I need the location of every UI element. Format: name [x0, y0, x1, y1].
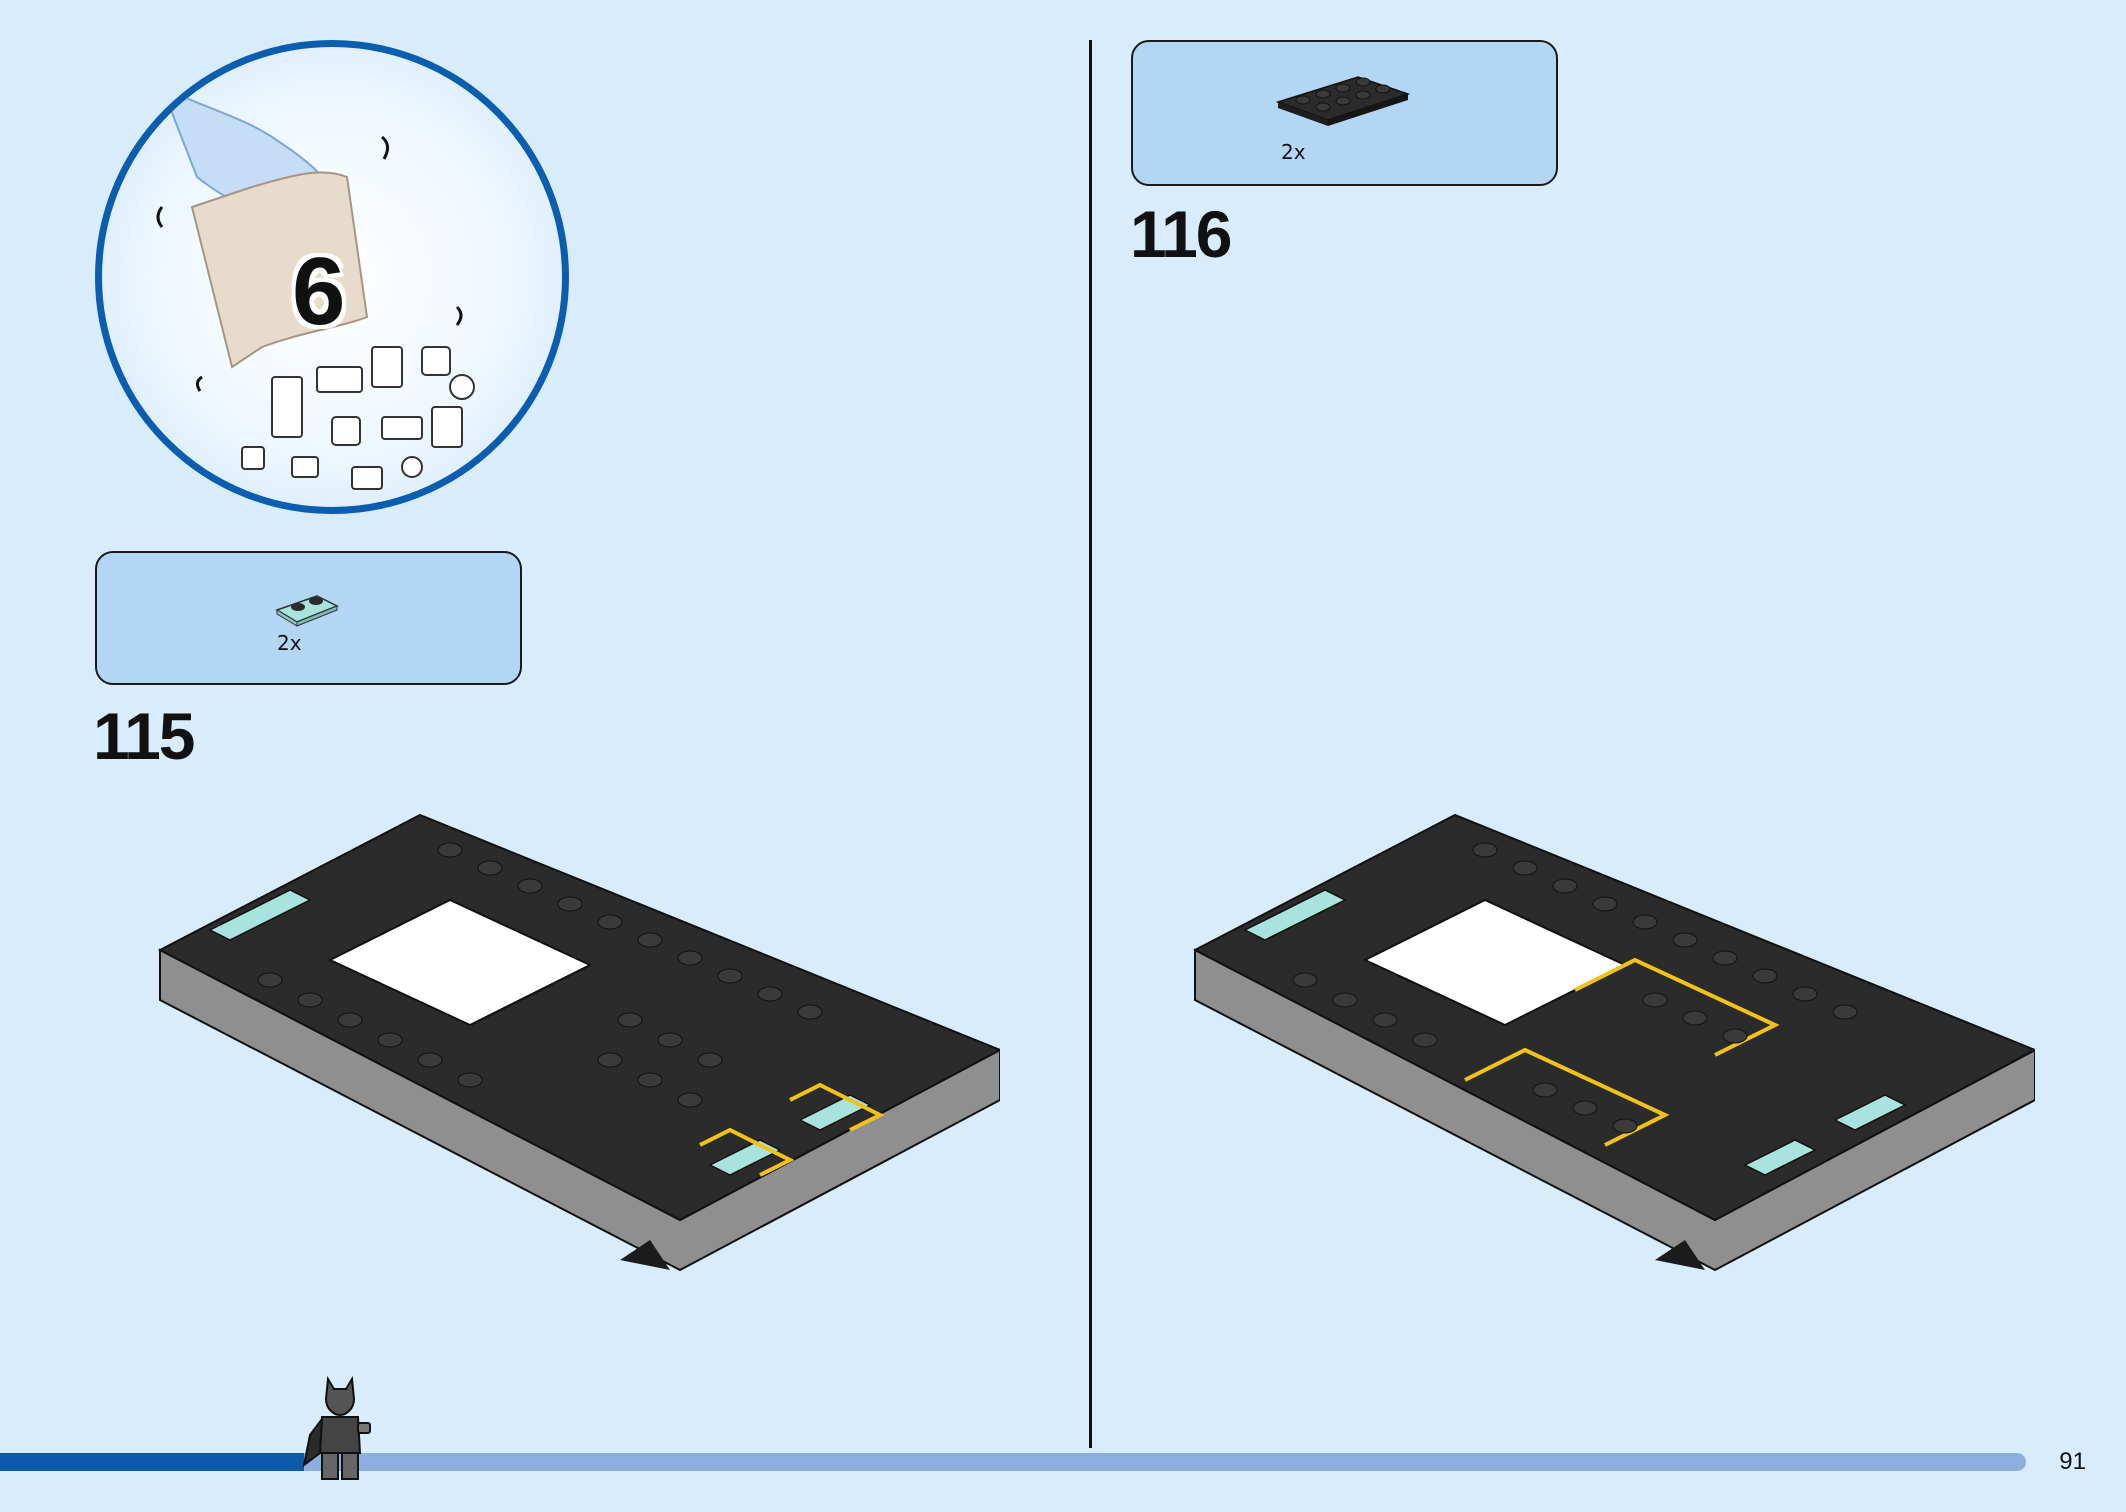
plate-2x4-icon	[1275, 76, 1411, 126]
hand-with-bag-icon	[156, 84, 475, 490]
step-number-116: 116	[1130, 197, 1232, 271]
parts-callout-step-116: 2x	[1131, 40, 1558, 186]
part-count: 2x	[1281, 140, 1306, 164]
page-number: 91	[2059, 1448, 2086, 1475]
step-number-115: 115	[93, 699, 195, 773]
bag-number: 6	[292, 238, 346, 345]
bag-open-illustration: 6	[95, 40, 569, 514]
minifigure-icon	[302, 1375, 371, 1480]
model-step-116	[1192, 813, 2035, 1272]
plate-1x2-icon	[275, 595, 339, 627]
column-divider	[1089, 40, 1092, 1448]
part-count: 2x	[277, 631, 302, 655]
model-step-115	[157, 813, 1000, 1272]
progress-bar	[0, 1453, 2026, 1471]
parts-callout-step-115: 2x	[95, 551, 522, 685]
progress-fill	[0, 1453, 304, 1471]
